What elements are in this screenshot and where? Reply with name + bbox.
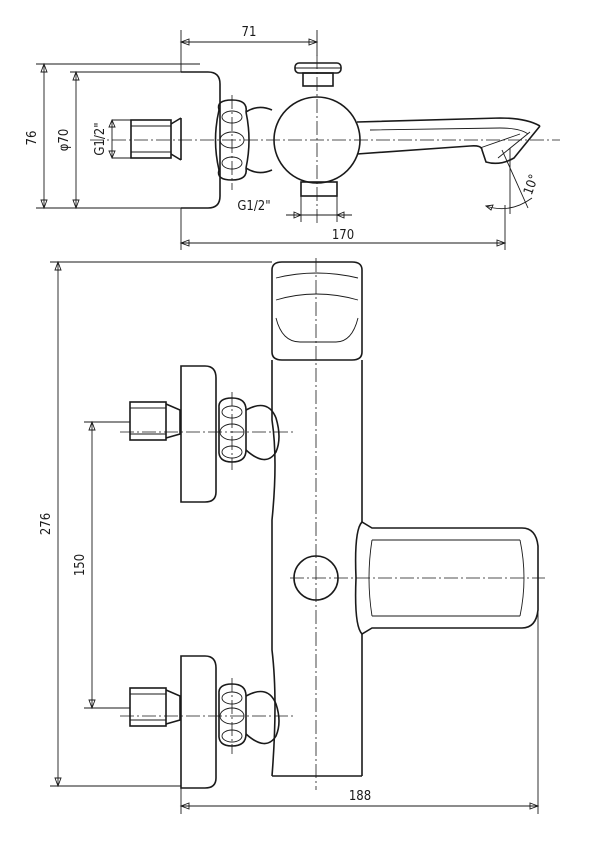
dim-150-label: 150 [73, 554, 88, 576]
dim-170: 170 [179, 205, 507, 250]
control-head-front [271, 261, 363, 361]
dim-76-label: 76 [25, 131, 40, 146]
dim-angle-10: 10° [484, 148, 542, 214]
control-knob-top [294, 62, 342, 87]
spout-top [356, 117, 541, 165]
dim-angle-10-label: 10° [521, 172, 542, 197]
dim-150: 150 [73, 420, 130, 710]
dim-diameter-70: φ70 [57, 70, 181, 210]
dim-170-label: 170 [332, 228, 354, 243]
dim-71-label: 71 [242, 25, 257, 40]
dim-71: 71 [179, 25, 319, 72]
inlet-connector-top [112, 117, 182, 161]
dim-thread-left: G1/2" [93, 118, 116, 160]
upper-inlet-connector [129, 401, 181, 441]
dim-76: 76 [25, 62, 200, 210]
dim-diameter-70-label: φ70 [57, 129, 72, 152]
upper-eccentric-nut [218, 397, 280, 463]
dim-thread-bottom-label: G1/2" [237, 199, 270, 214]
mixer-arm-top [245, 106, 273, 174]
dim-188-label: 188 [349, 789, 371, 804]
top-view: 71 76 φ70 G1/2" [25, 25, 560, 250]
dim-276-label: 276 [39, 513, 54, 535]
dim-thread-bottom: G1/2" [237, 196, 352, 222]
lower-inlet-connector [129, 687, 181, 727]
dim-thread-left-label: G1/2" [93, 122, 108, 155]
dim-276: 276 [39, 260, 272, 788]
dim-188: 188 [179, 610, 540, 814]
upper-flange-front [180, 365, 217, 503]
lower-eccentric-nut [218, 683, 280, 747]
main-body-front [271, 360, 363, 777]
bottom-outlet-top [300, 181, 338, 197]
front-view: 276 150 188 [39, 258, 545, 814]
lower-flange-front [180, 655, 217, 789]
